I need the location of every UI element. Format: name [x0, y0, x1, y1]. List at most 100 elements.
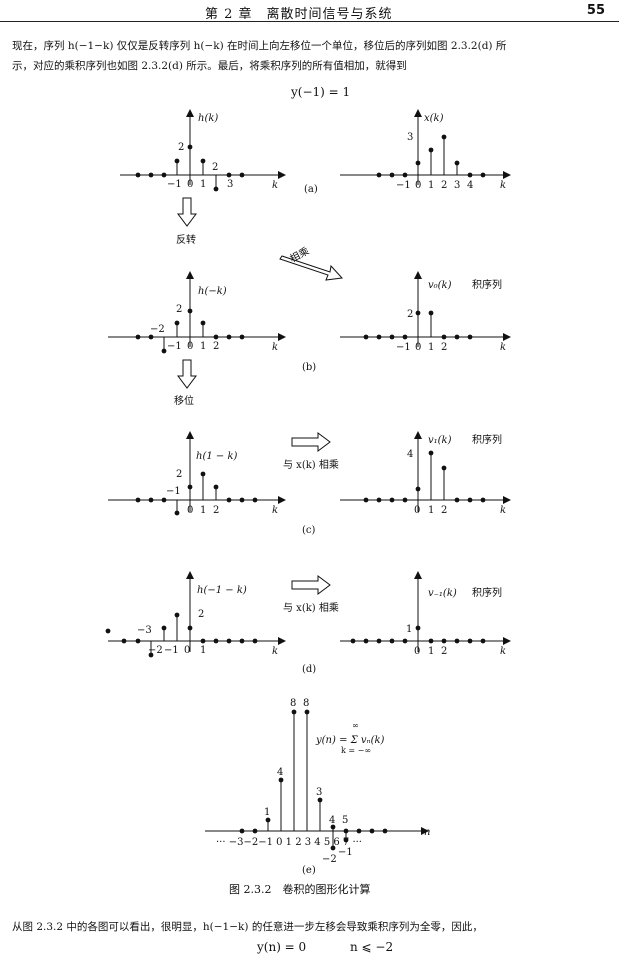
plot-b-v-title: v₀(k) — [428, 280, 452, 291]
xtick: −2 — [148, 645, 163, 656]
reverse-arrow — [177, 197, 197, 227]
shift-arrow — [177, 359, 197, 389]
sum-lower: k = −∞ — [341, 746, 371, 755]
xtick: 1 — [428, 646, 434, 657]
xtick: −1 — [164, 645, 179, 656]
reverse-label: 反转 — [176, 233, 196, 246]
xtick: 2 — [441, 646, 447, 657]
label-e: (e) — [302, 865, 316, 876]
xtick: 2 — [441, 505, 447, 516]
xtick: −1 — [167, 341, 182, 352]
axis-label: k — [500, 342, 506, 353]
plot-a-h: h(k) 2 2 −1 0 1 3 k — [120, 109, 286, 192]
xtick: 1 — [200, 505, 206, 516]
plot-d-h-title: h(−1 − k) — [197, 585, 247, 596]
xtick: 2 — [213, 341, 219, 352]
axis-label: k — [272, 505, 278, 516]
value-label: 5 — [342, 815, 348, 826]
ytick: 2 — [178, 142, 184, 153]
xtick: 1 — [200, 645, 206, 656]
plot-c-h: h(1 − k) 2 −1 0 1 2 k — [108, 431, 286, 516]
value-label: 4 — [277, 767, 283, 778]
xtick: 3 — [227, 179, 233, 190]
paragraph-1: 现在，序列 h(−1−k) 仅仅是反转序列 h(−k) 在时间上向左移位一个单位… — [12, 36, 612, 76]
multiply-d-label: 与 x(k) 相乘 — [283, 601, 339, 614]
figure-caption: 图 2.3.2 卷积的图形化计算 — [229, 882, 371, 896]
ytick: 2 — [407, 309, 413, 320]
sum-formula: y(n) = Σ vₙ(k) — [315, 735, 385, 746]
value-label: 4 — [329, 815, 335, 826]
ytick: 4 — [407, 449, 413, 460]
plot-b-h: h(−k) 2 −2 −1 0 1 2 k — [108, 271, 286, 354]
value-label: 2 — [212, 162, 218, 173]
label-c: (c) — [302, 525, 316, 536]
xtick: 0 — [187, 341, 193, 352]
value-label: 2 — [198, 609, 204, 620]
value-label: −2 — [150, 324, 165, 335]
plot-d-v-title: v₋₁(k) — [428, 588, 457, 599]
xtick: 1 — [428, 505, 434, 516]
xtick: 1 — [200, 179, 206, 190]
header-rule — [0, 21, 619, 22]
axis-label: k — [272, 180, 278, 191]
chapter-title: 第 2 章 离散时间信号与系统 — [205, 7, 393, 22]
ytick: 2 — [176, 469, 182, 480]
xtick: 0 — [414, 505, 420, 516]
value-label: 8 — [303, 698, 309, 709]
plot-c-h-title: h(1 − k) — [196, 451, 238, 462]
ytick: 3 — [407, 132, 413, 143]
value-label: −3 — [137, 625, 152, 636]
plot-a-h-title: h(k) — [198, 113, 218, 124]
label-a: (a) — [304, 184, 318, 195]
multiply-arrow — [279, 255, 344, 281]
value-label: −1 — [166, 486, 181, 497]
value-label: 1 — [264, 807, 270, 818]
multiply-c-label: 与 x(k) 相乘 — [283, 458, 339, 471]
stems — [176, 147, 217, 189]
plot-b-v: v₀(k) 积序列 2 −1 0 1 2 k — [340, 271, 511, 353]
xtick: 0 — [187, 505, 193, 516]
value-label: 8 — [290, 698, 296, 709]
xtick: 4 — [467, 180, 473, 191]
xtick: 0 — [414, 646, 420, 657]
axis-label: k — [272, 646, 278, 657]
plot-a-x: x(k) 3 −1 0 1 2 3 4 k — [340, 109, 511, 191]
xtick: −1 — [167, 179, 182, 190]
multiply-label: 相乘 — [287, 244, 311, 265]
equation-top: y(−1) = 1 — [291, 85, 351, 99]
xtick: 0 — [415, 180, 421, 191]
value-label: −1 — [338, 847, 353, 858]
product-label: 积序列 — [472, 433, 502, 446]
axis-label: k — [500, 646, 506, 657]
arrow-multiply-d — [291, 575, 331, 595]
sum-upper: ∞ — [352, 721, 359, 730]
axis-label: k — [500, 180, 506, 191]
value-label: 3 — [316, 787, 322, 798]
xtick: 1 — [200, 341, 206, 352]
axis-label: k — [500, 505, 506, 516]
xtick: 2 — [441, 342, 447, 353]
paragraph-1-line-2: 示，对应的乘积序列也如图 2.3.2(d) 所示。最后，将乘积序列的所有值相加，… — [12, 60, 407, 72]
page-header: 第 2 章 离散时间信号与系统 55 — [0, 0, 619, 22]
xtick: 2 — [441, 180, 447, 191]
plot-b-h-title: h(−k) — [198, 286, 227, 297]
page-number: 55 — [586, 3, 605, 18]
xticks-row: ··· −3−2−1 0 1 2 3 4 5 6 7 ··· — [216, 837, 362, 848]
ytick: 2 — [176, 304, 182, 315]
equation-bottom-cond: n ⩽ −2 — [350, 940, 394, 954]
equation-bottom-lhs: y(n) = 0 — [257, 940, 307, 954]
xtick: 0 — [184, 645, 190, 656]
xtick: −1 — [396, 180, 411, 191]
label-d: (d) — [302, 664, 316, 675]
plot-c-v-title: v₁(k) — [428, 435, 452, 446]
label-b: (b) — [302, 362, 316, 373]
axis-label: k — [272, 342, 278, 353]
plot-c-v: v₁(k) 积序列 4 0 1 2 k — [340, 431, 511, 516]
value-label: −2 — [322, 854, 337, 865]
xtick: 1 — [428, 180, 434, 191]
xtick: −1 — [396, 342, 411, 353]
paragraph-2: 从图 2.3.2 中的各图可以看出，很明显，h(−1−k) 的任意进一步左移会导… — [12, 921, 483, 933]
axis-label: n — [424, 827, 430, 838]
paragraph-1-line-1: 现在，序列 h(−1−k) 仅仅是反转序列 h(−k) 在时间上向左移位一个单位… — [12, 40, 507, 52]
